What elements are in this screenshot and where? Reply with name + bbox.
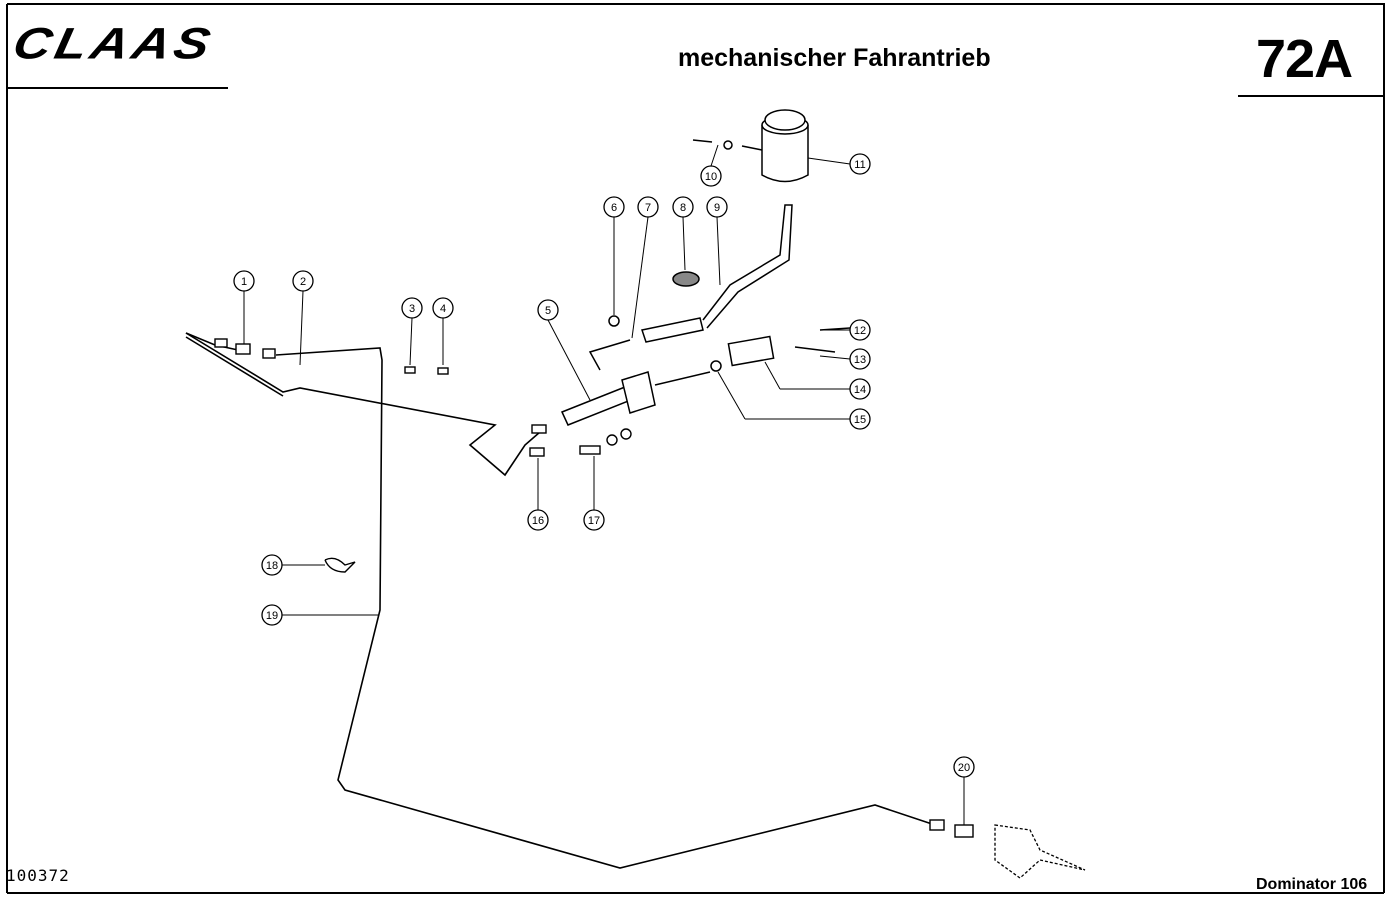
callout-number: 17 bbox=[588, 515, 600, 527]
callout-circle bbox=[849, 153, 871, 175]
callout-6: 6 bbox=[603, 196, 625, 218]
callout-circle bbox=[849, 378, 871, 400]
callout-13: 13 bbox=[849, 348, 871, 370]
callout-number: 19 bbox=[266, 610, 278, 622]
brake-lines bbox=[185, 332, 936, 869]
callout-number: 14 bbox=[854, 384, 866, 396]
callout-number: 7 bbox=[645, 202, 651, 214]
page-title: mechanischer Fahrantrieb bbox=[678, 44, 991, 72]
slave-cylinder-dashed bbox=[994, 824, 1086, 879]
leader-lines bbox=[243, 144, 965, 825]
fittings bbox=[214, 327, 974, 838]
callout-12: 12 bbox=[849, 319, 871, 341]
callout-11: 11 bbox=[849, 153, 871, 175]
callout-circle bbox=[261, 604, 283, 626]
callout-number: 16 bbox=[532, 515, 544, 527]
reservoir bbox=[692, 109, 809, 183]
callout-number: 8 bbox=[680, 202, 686, 214]
callout-20: 20 bbox=[953, 756, 975, 778]
callout-circle bbox=[292, 270, 314, 292]
callout-number: 10 bbox=[705, 171, 717, 183]
callout-number: 15 bbox=[854, 414, 866, 426]
callout-number: 12 bbox=[854, 325, 866, 337]
page-number: 72A bbox=[1256, 29, 1353, 89]
callout-14: 14 bbox=[849, 378, 871, 400]
machine-model: Dominator 106 bbox=[1256, 876, 1368, 893]
callout-number: 4 bbox=[440, 303, 446, 315]
callout-3: 3 bbox=[401, 297, 423, 319]
callout-circle bbox=[233, 270, 255, 292]
callout-number: 13 bbox=[854, 354, 866, 366]
callout-circle bbox=[700, 165, 722, 187]
callout-number: 18 bbox=[266, 560, 278, 572]
callout-1: 1 bbox=[233, 270, 255, 292]
callout-9: 9 bbox=[706, 196, 728, 218]
callout-number: 5 bbox=[545, 305, 551, 317]
frame bbox=[6, 3, 1385, 894]
callout-2: 2 bbox=[292, 270, 314, 292]
callout-circle bbox=[849, 408, 871, 430]
callout-circle bbox=[603, 196, 625, 218]
callout-18: 18 bbox=[261, 554, 283, 576]
callout-16: 16 bbox=[527, 509, 549, 531]
callout-circle bbox=[849, 348, 871, 370]
callout-19: 19 bbox=[261, 604, 283, 626]
callout-circle bbox=[637, 196, 659, 218]
callout-8: 8 bbox=[672, 196, 694, 218]
callout-circle bbox=[953, 756, 975, 778]
callout-5: 5 bbox=[537, 299, 559, 321]
callout-circle bbox=[706, 196, 728, 218]
callout-circle bbox=[583, 509, 605, 531]
document-number: 100372 bbox=[6, 866, 70, 885]
callout-circle bbox=[537, 299, 559, 321]
callout-circle bbox=[261, 554, 283, 576]
callout-circle bbox=[401, 297, 423, 319]
callout-10: 10 bbox=[700, 165, 722, 187]
callout-number: 20 bbox=[958, 762, 970, 774]
callout-circle bbox=[432, 297, 454, 319]
callout-circle bbox=[672, 196, 694, 218]
callout-17: 17 bbox=[583, 509, 605, 531]
callout-circle bbox=[849, 319, 871, 341]
callout-number: 2 bbox=[300, 276, 306, 288]
callout-number: 9 bbox=[714, 202, 720, 214]
callout-7: 7 bbox=[637, 196, 659, 218]
callout-15: 15 bbox=[849, 408, 871, 430]
master-cylinder bbox=[560, 204, 793, 426]
callout-number: 3 bbox=[409, 303, 415, 315]
callout-number: 11 bbox=[854, 159, 865, 171]
callout-number: 6 bbox=[611, 202, 617, 214]
callout-number: 1 bbox=[241, 276, 247, 288]
callout-4: 4 bbox=[432, 297, 454, 319]
callout-circle bbox=[527, 509, 549, 531]
